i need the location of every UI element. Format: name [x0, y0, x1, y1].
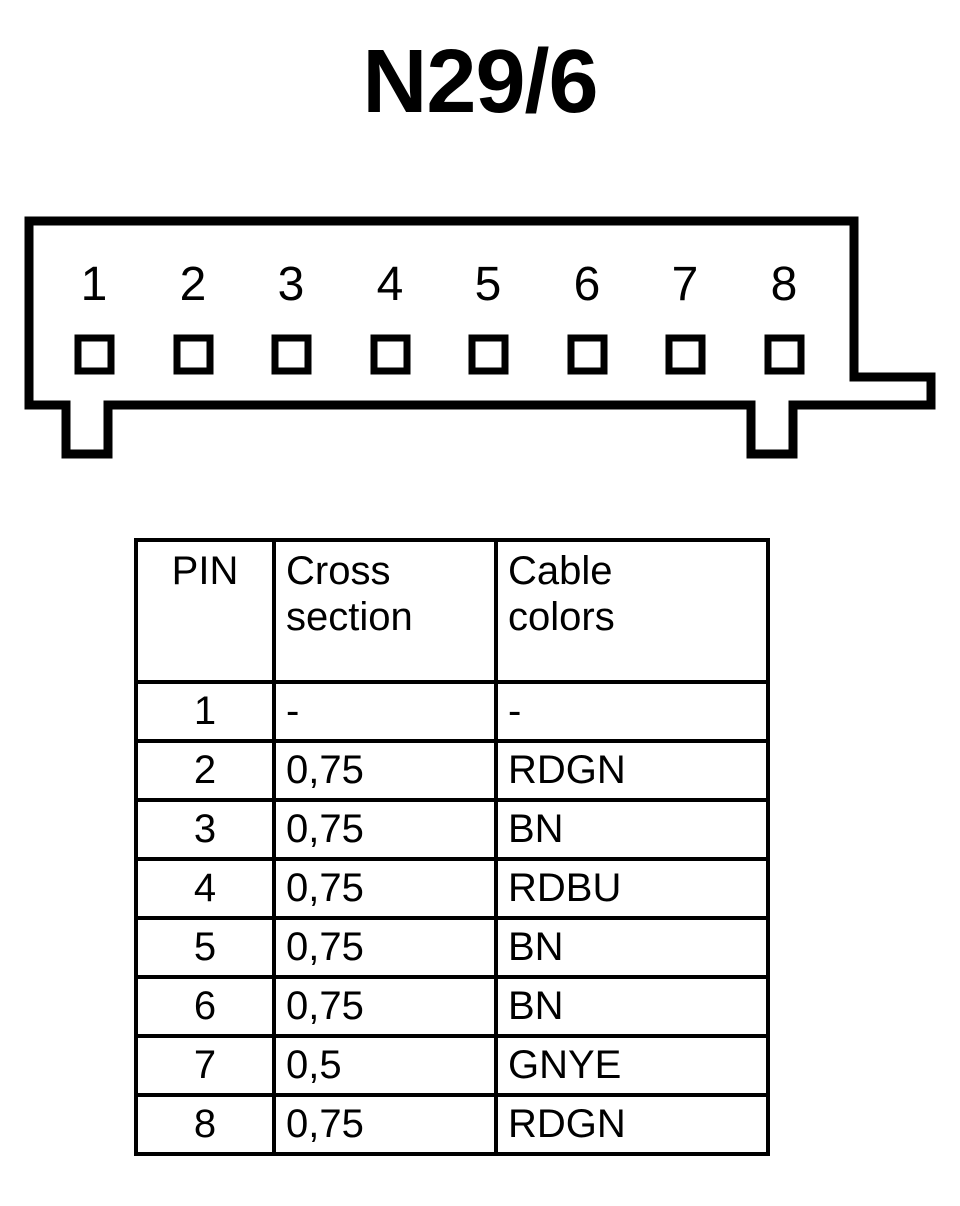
cell-cable-colors: -: [494, 680, 770, 743]
pin-socket-4: [370, 334, 411, 375]
pinout-table-container: PIN Cross section Cable colors 1 - - 2: [134, 538, 770, 1156]
table-row: 3 0,75 BN: [134, 798, 770, 861]
pin-socket-7: [665, 334, 706, 375]
pin-number-3: 3: [278, 258, 305, 311]
pin-socket-2: [173, 334, 214, 375]
pin-socket-1: [74, 334, 115, 375]
cell-pin: 6: [134, 975, 276, 1038]
cell-pin: 8: [134, 1093, 276, 1156]
table-row: 8 0,75 RDGN: [134, 1093, 770, 1156]
column-header-cross-section-line2: section: [286, 595, 413, 639]
pin-socket-3: [271, 334, 312, 375]
table-row: 5 0,75 BN: [134, 916, 770, 979]
cell-cable-colors: GNYE: [494, 1034, 770, 1097]
cell-cross-section: 0,75: [272, 1093, 498, 1156]
cell-pin: 2: [134, 739, 276, 802]
column-header-cable-colors-line2: colors: [508, 595, 615, 639]
column-header-cable-colors-line1: Cable: [508, 549, 613, 593]
cell-pin: 5: [134, 916, 276, 979]
table-row: 7 0,5 GNYE: [134, 1034, 770, 1097]
connector-diagram: 1 2 3 4 5 6 7 8: [0, 200, 960, 475]
cell-cross-section: 0,75: [272, 739, 498, 802]
cell-cable-colors: BN: [494, 798, 770, 861]
pin-number-4: 4: [377, 258, 404, 311]
pin-number-1: 1: [81, 258, 108, 311]
cell-cross-section: 0,5: [272, 1034, 498, 1097]
table-body: 1 - - 2 0,75 RDGN 3 0,75 BN 4 0,75 RDBU …: [134, 680, 770, 1156]
table-row: 6 0,75 BN: [134, 975, 770, 1038]
cell-cable-colors: RDGN: [494, 1093, 770, 1156]
column-header-pin: PIN: [134, 538, 276, 684]
table-header: PIN Cross section Cable colors: [134, 538, 770, 684]
pin-number-2: 2: [180, 258, 207, 311]
pin-number-8: 8: [771, 258, 798, 311]
cell-cross-section: 0,75: [272, 798, 498, 861]
table-header-row: PIN Cross section Cable colors: [134, 538, 770, 684]
pin-socket-8: [764, 334, 805, 375]
connector-outline-svg: 1 2 3 4 5 6 7 8: [24, 216, 936, 459]
cell-cross-section: -: [272, 680, 498, 743]
column-header-pin-label: PIN: [171, 549, 239, 593]
table-row: 2 0,75 RDGN: [134, 739, 770, 802]
cell-cross-section: 0,75: [272, 975, 498, 1038]
table-row: 4 0,75 RDBU: [134, 857, 770, 920]
pin-number-7: 7: [672, 258, 699, 311]
cell-cross-section: 0,75: [272, 857, 498, 920]
column-header-cross-section-line1: Cross: [286, 549, 391, 593]
pinout-table: PIN Cross section Cable colors 1 - - 2: [134, 538, 770, 1156]
pin-number-5: 5: [475, 258, 502, 311]
column-header-cable-colors: Cable colors: [494, 538, 770, 684]
table-row: 1 - -: [134, 680, 770, 743]
cell-cross-section: 0,75: [272, 916, 498, 979]
cell-cable-colors: BN: [494, 975, 770, 1038]
pin-number-6: 6: [574, 258, 601, 311]
cell-pin: 7: [134, 1034, 276, 1097]
pin-socket-6: [567, 334, 608, 375]
page-title: N29/6: [362, 32, 598, 132]
cell-pin: 3: [134, 798, 276, 861]
cell-cable-colors: RDBU: [494, 857, 770, 920]
pin-socket-5: [468, 334, 509, 375]
column-header-cross-section: Cross section: [272, 538, 498, 684]
cell-cable-colors: RDGN: [494, 739, 770, 802]
cell-pin: 1: [134, 680, 276, 743]
cell-pin: 4: [134, 857, 276, 920]
cell-cable-colors: BN: [494, 916, 770, 979]
